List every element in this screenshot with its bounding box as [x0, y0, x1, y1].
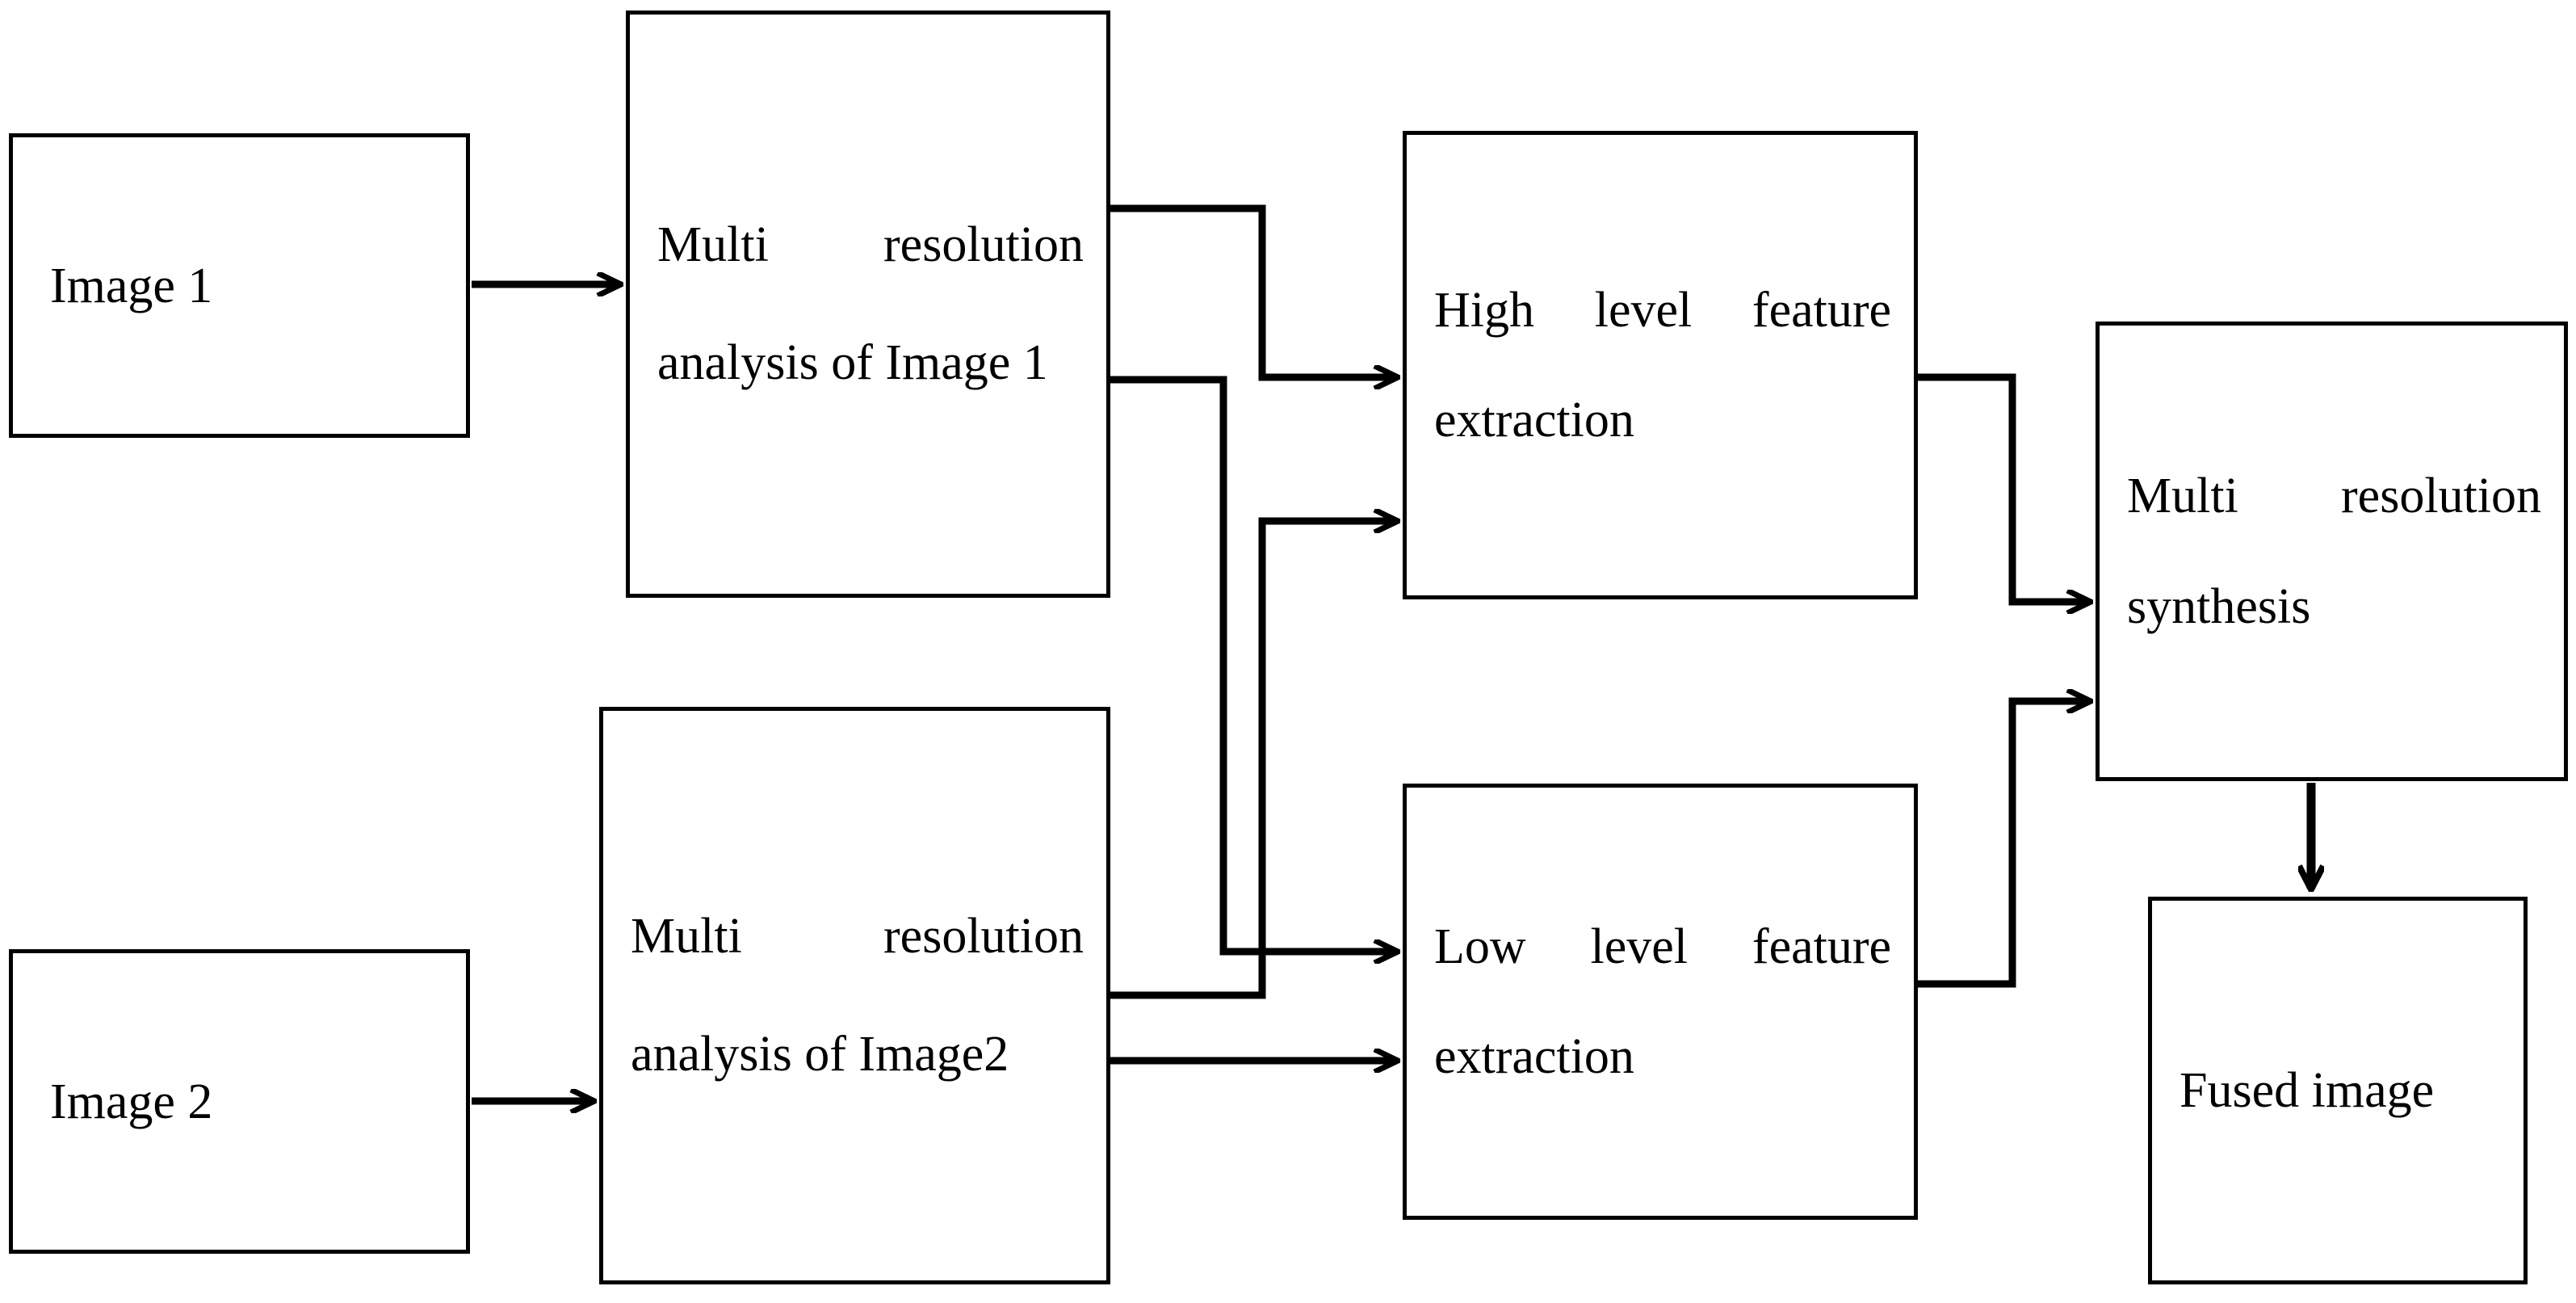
node-low-level-feature[interactable]: Low level feature extraction	[1403, 784, 1918, 1220]
node-low-level-feature-label: Low level feature extraction	[1434, 918, 1904, 1084]
node-fused-image[interactable]: Fused image	[2148, 897, 2528, 1284]
node-image-1[interactable]: Image 1	[9, 133, 470, 438]
edge-mra1-to-lowlevel	[1110, 376, 1397, 952]
edge-lowlevel-to-synthesis	[1918, 701, 2090, 988]
node-mra-image-1[interactable]: Multi resolution analysis of Image 1	[626, 11, 1110, 598]
node-mra-image-2-label: Multi resolution analysis of Image2	[631, 908, 1097, 1082]
node-image-2-label: Image 2	[50, 1074, 213, 1129]
node-high-level-feature[interactable]: High level feature extraction	[1403, 131, 1918, 599]
node-high-level-feature-label: High level feature extraction	[1434, 282, 1904, 448]
edge-mra2-to-highlevel	[1110, 521, 1397, 999]
node-image-2[interactable]: Image 2	[9, 949, 470, 1254]
edge-mra1-to-highlevel	[1110, 204, 1397, 377]
edge-highlevel-to-synthesis	[1918, 373, 2090, 602]
node-mr-synthesis[interactable]: Multi resolution synthesis	[2096, 322, 2568, 781]
node-mr-synthesis-label: Multi resolution synthesis	[2127, 469, 2554, 634]
node-mra-image-2[interactable]: Multi resolution analysis of Image2	[599, 707, 1110, 1284]
node-mra-image-1-label: Multi resolution analysis of Image 1	[657, 216, 1097, 390]
node-image-1-label: Image 1	[50, 258, 213, 313]
node-fused-image-label: Fused image	[2180, 1062, 2435, 1118]
